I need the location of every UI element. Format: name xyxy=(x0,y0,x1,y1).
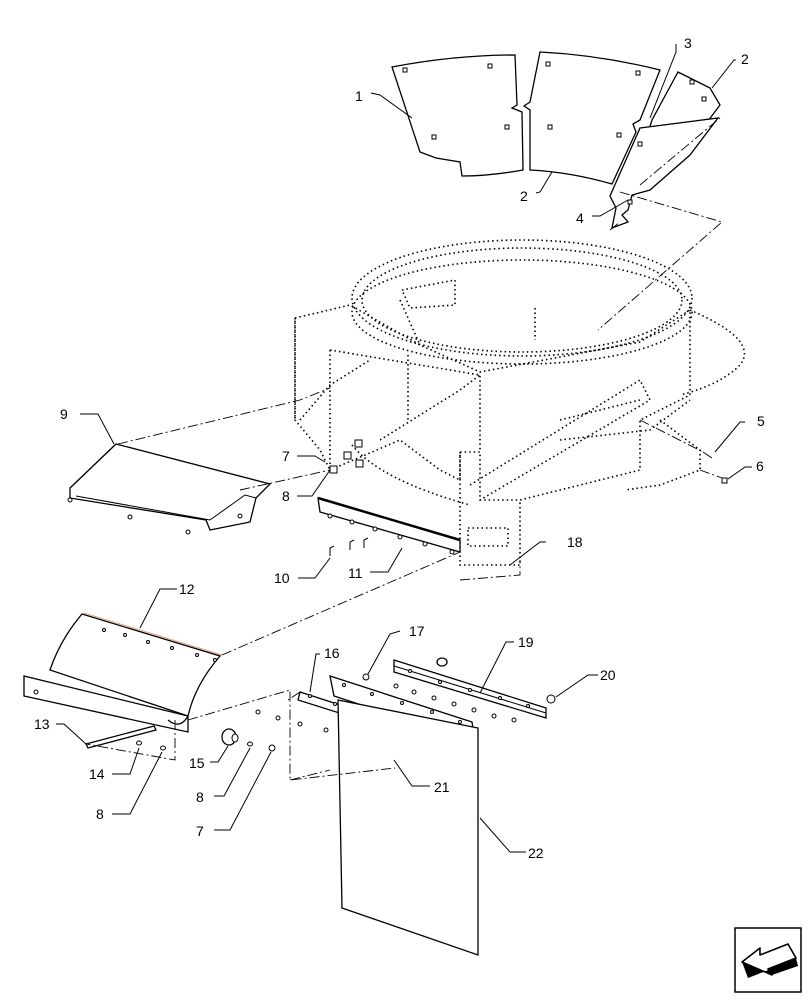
callout-22: 22 xyxy=(528,845,544,861)
back-nav-button[interactable] xyxy=(734,927,802,993)
callout-11: 11 xyxy=(348,565,363,581)
cover-plate-9 xyxy=(67,443,272,535)
curved-shield-12 xyxy=(23,612,223,733)
angle-19 xyxy=(393,657,547,719)
callout-2-b: 2 xyxy=(520,188,528,204)
callout-1: 1 xyxy=(355,88,363,104)
callout-labels: 1 2 2 3 4 5 6 7 7 8 8 8 9 10 11 12 13 14… xyxy=(34,35,765,861)
bar-11 xyxy=(317,496,461,556)
callout-21: 21 xyxy=(434,779,450,795)
leader-lines xyxy=(56,44,752,853)
callout-5: 5 xyxy=(757,413,765,429)
callout-10: 10 xyxy=(274,570,290,586)
callout-17: 17 xyxy=(409,623,425,639)
callout-9: 9 xyxy=(60,406,68,422)
callout-4: 4 xyxy=(576,210,584,226)
washer-8-mid xyxy=(247,741,253,747)
callout-6: 6 xyxy=(756,458,764,474)
callout-3: 3 xyxy=(684,35,692,51)
washer-8-left xyxy=(160,745,166,751)
callout-2-a: 2 xyxy=(741,51,749,67)
callout-13: 13 xyxy=(34,716,50,732)
bolt-5 xyxy=(702,451,713,459)
pins-row xyxy=(393,683,517,723)
callout-18: 18 xyxy=(567,534,583,550)
pin-13 xyxy=(85,725,157,749)
nut-17 xyxy=(362,673,370,681)
callout-8-c: 8 xyxy=(196,789,204,805)
nut-7 xyxy=(268,744,276,752)
liner-part-3-4 xyxy=(609,117,720,230)
assembly-lines xyxy=(85,117,723,781)
liner-panel-2 xyxy=(522,51,661,185)
callout-12: 12 xyxy=(179,581,195,597)
callout-8-b: 8 xyxy=(96,806,104,822)
callout-8-a: 8 xyxy=(282,488,290,504)
callout-7-a: 7 xyxy=(282,448,290,464)
hopper-housing xyxy=(294,239,746,566)
rubber-flap-22 xyxy=(337,699,479,956)
washer-14 xyxy=(136,740,142,746)
nut-6 xyxy=(721,477,728,484)
callout-7-b: 7 xyxy=(196,823,204,839)
callout-15: 15 xyxy=(189,755,205,771)
callout-19: 19 xyxy=(518,634,534,650)
liner-panel-1 xyxy=(391,54,524,177)
bushing-15 xyxy=(221,728,239,746)
washer-20 xyxy=(546,694,556,704)
callout-16: 16 xyxy=(324,645,340,661)
callout-14: 14 xyxy=(89,766,105,782)
callout-20: 20 xyxy=(600,667,616,683)
